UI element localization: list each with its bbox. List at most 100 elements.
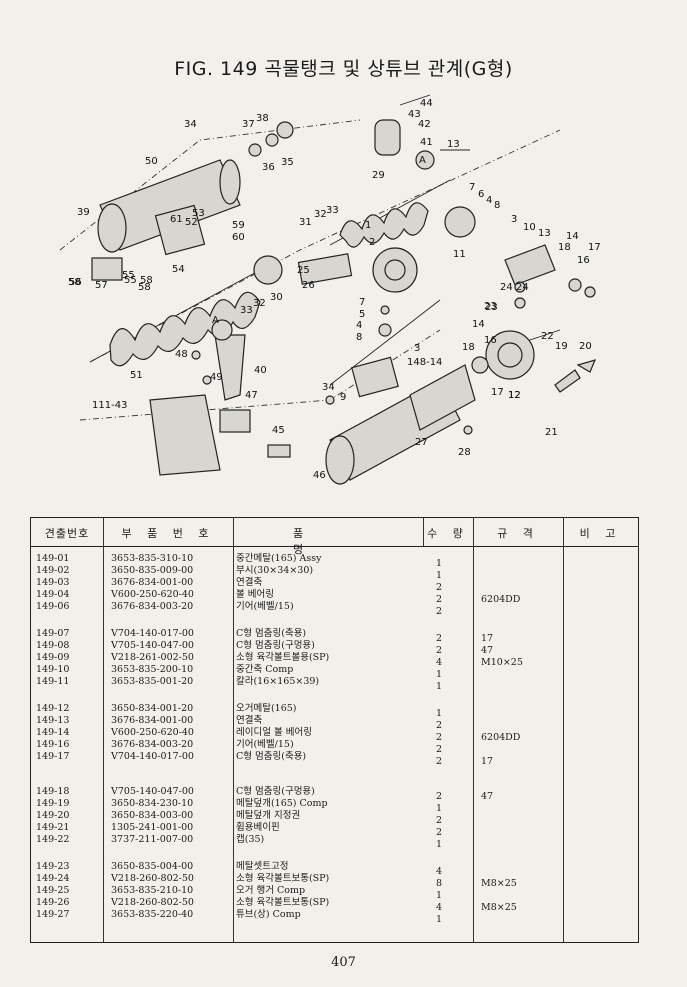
ref-label: 22: [541, 331, 554, 342]
row-quantity: 1: [436, 708, 443, 719]
ref-label: 41: [420, 137, 433, 148]
ref-label: 45: [272, 425, 285, 436]
row-spec: 47: [481, 791, 494, 802]
header-index: 견출번호: [44, 527, 90, 540]
ref-label: 148-14: [407, 357, 442, 368]
ref-label: 16: [484, 335, 497, 346]
ref-label: 5: [359, 309, 365, 320]
row-spec: 17: [481, 633, 494, 644]
row-part-name: C형 멈춤링(축용): [236, 751, 307, 762]
ref-label: 17: [588, 242, 601, 253]
row-part-number: V600-250-620-40: [111, 727, 194, 738]
ref-label: 33: [326, 205, 339, 216]
row-index: 149-18: [36, 786, 70, 797]
ref-label: 61: [170, 214, 183, 225]
ref-label: 7: [469, 182, 475, 193]
ref-label: 32: [314, 209, 327, 220]
ref-label: 48: [175, 349, 188, 360]
shaft-right-part: [504, 244, 596, 298]
row-index: 149-01: [36, 553, 70, 564]
row-index: 149-02: [36, 565, 70, 576]
ref-label: 47: [245, 390, 258, 401]
ref-label: 23: [484, 301, 497, 312]
row-index: 149-03: [36, 577, 70, 588]
row-part-name: 칼라(16×165×39): [236, 676, 320, 687]
ref-label: 56: [69, 277, 82, 288]
reference-labels: 44 43 42 41 13 34 37 38 35 36 50 A 29 7 …: [68, 98, 601, 481]
row-quantity: 2: [436, 756, 443, 767]
ref-label: 111-43: [92, 400, 127, 411]
row-index: 149-19: [36, 798, 70, 809]
assembly-axis-line: [89, 129, 561, 363]
hanger-plate-part: [149, 334, 291, 476]
figure-title: FIG. 149 곡물탱크 및 상튜브 관계(G형): [174, 58, 513, 80]
ref-label: 55: [124, 275, 137, 286]
row-part-number: 3650-834-001-20: [111, 703, 194, 714]
row-part-number: V218-260-802-50: [111, 897, 194, 908]
row-part-name: 메탈덮개 지정권: [236, 810, 301, 821]
row-index: 149-13: [36, 715, 70, 726]
ref-label: 52: [185, 217, 198, 228]
ref-label: 49: [210, 372, 223, 383]
row-part-name: 튜브(상) Comp: [236, 909, 301, 920]
row-spec: 6204DD: [481, 732, 521, 743]
ref-label: 58: [68, 277, 81, 288]
ref-label: 38: [256, 113, 269, 124]
ref-label: 19: [555, 341, 568, 352]
row-part-name: 메탈덮개(165) Comp: [236, 798, 328, 809]
row-part-number: 3653-835-220-40: [111, 909, 194, 920]
row-part-name: 부시(30×34×30): [236, 565, 314, 576]
row-quantity: 1: [436, 570, 443, 581]
ref-label: A: [419, 155, 426, 166]
row-index: 149-07: [36, 628, 70, 639]
ref-label: 37: [242, 119, 255, 130]
ref-label: 13: [538, 228, 551, 239]
row-quantity: 2: [436, 582, 443, 593]
ref-label: 4: [356, 320, 362, 331]
column-divider: [103, 518, 104, 942]
auger-screw-right-part: [329, 179, 451, 248]
row-part-name: 연결축: [236, 577, 263, 588]
ref-label: 50: [145, 156, 158, 167]
auger-screw-left-part: [89, 269, 261, 367]
ref-label: 8: [494, 200, 500, 211]
ref-label: 2: [369, 237, 375, 248]
ref-label: 39: [77, 207, 90, 218]
ref-label: 46: [313, 470, 326, 481]
ref-label: 53: [192, 208, 205, 219]
ref-label: 17: [491, 387, 504, 398]
row-quantity: 4: [436, 866, 443, 877]
row-part-number: V705-140-047-00: [111, 786, 194, 797]
row-part-name: 소형 육각볼트보통(SP): [236, 873, 330, 884]
row-part-number: 3676-834-003-20: [111, 601, 194, 612]
ref-label: 58: [138, 282, 151, 293]
ref-label: 7: [359, 297, 365, 308]
ref-label: 54: [172, 264, 185, 275]
ref-label: 18: [558, 242, 571, 253]
row-part-name: 기어(베벨/15): [236, 739, 294, 750]
row-part-name: 휨용베이핀: [236, 822, 280, 833]
row-quantity: 4: [436, 902, 443, 913]
column-divider: [423, 518, 424, 546]
table-header: 견출번호 부 품 번 호 품 명 수 량 규 격 비 고: [31, 518, 638, 556]
row-part-number: V704-140-017-00: [111, 628, 194, 639]
ref-label: 58: [140, 275, 153, 286]
ref-label: 16: [577, 255, 590, 266]
row-part-number: 3676-834-001-00: [111, 715, 194, 726]
ref-label: 11: [453, 249, 466, 260]
row-quantity: 2: [436, 815, 443, 826]
row-spec: 47: [481, 645, 494, 656]
row-quantity: 1: [436, 914, 443, 925]
row-index: 149-25: [36, 885, 70, 896]
row-index: 149-26: [36, 897, 70, 908]
